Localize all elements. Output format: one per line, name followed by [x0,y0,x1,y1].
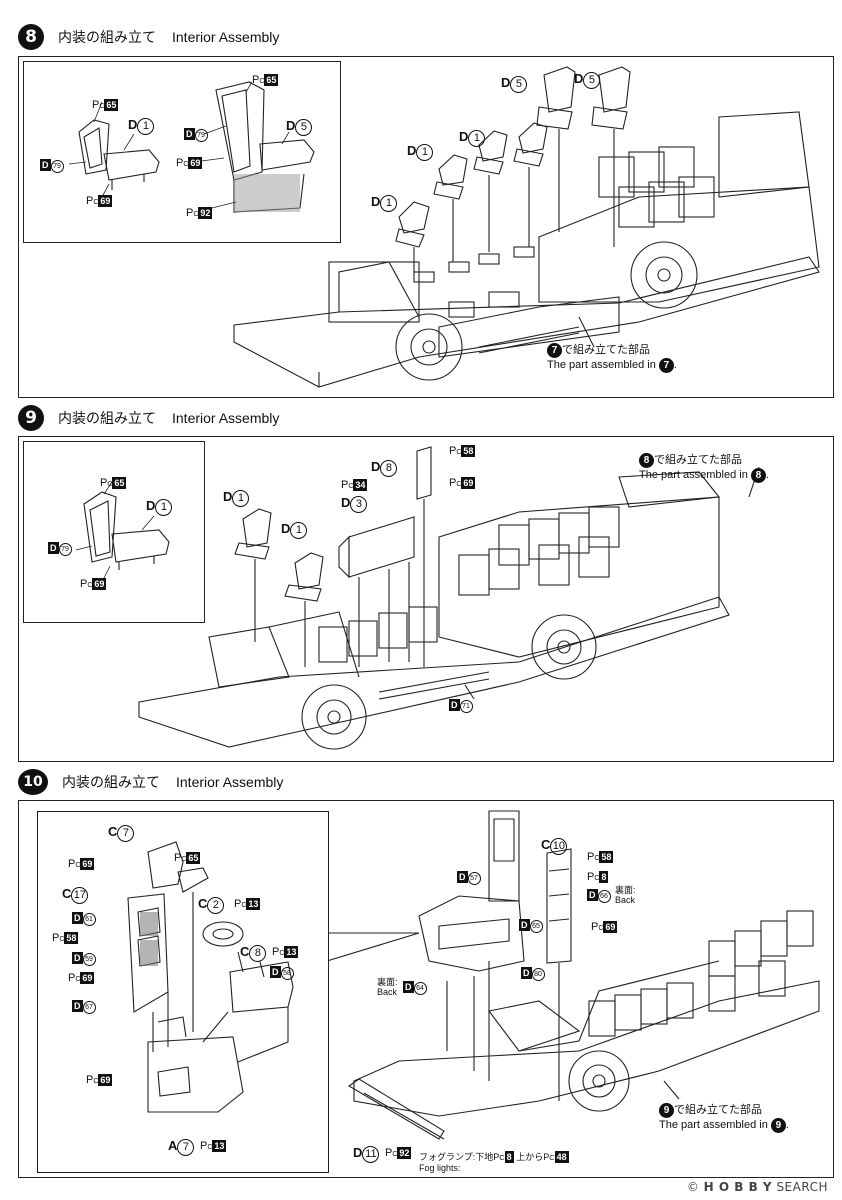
step-8-header: 8 内装の組み立て Interior Assembly [18,22,279,52]
step-9-inset-drawing [75,481,170,583]
step-8-inset-drawing [68,81,315,213]
watermark: © H O B B Y SEARCH [686,1180,828,1194]
step-title-jp: 内装の組み立て [62,775,160,791]
label-back-d66: 裏面:Back [615,885,636,905]
step-9-header: 9 内装の組み立て Interior Assembly [18,403,279,433]
step-10-header: 10 内装の組み立て Interior Assembly [18,767,283,797]
step-9-drawing [138,446,760,750]
step-title-jp: 内装の組み立て [58,411,156,427]
step-title-en: Interior Assembly [176,774,284,790]
label-back-d64: 裏面:Back [377,977,398,997]
step-number: 9 [18,405,44,431]
step-number: 10 [18,769,48,795]
step-title-en: Interior Assembly [172,29,280,45]
step-title-en: Interior Assembly [172,410,280,426]
step-8-drawing [233,66,820,388]
step-10-inset-drawing [127,841,294,1113]
step-10-drawing [326,810,820,1140]
step-number: 8 [18,24,44,50]
step-title-jp: 内装の組み立て [58,30,156,46]
